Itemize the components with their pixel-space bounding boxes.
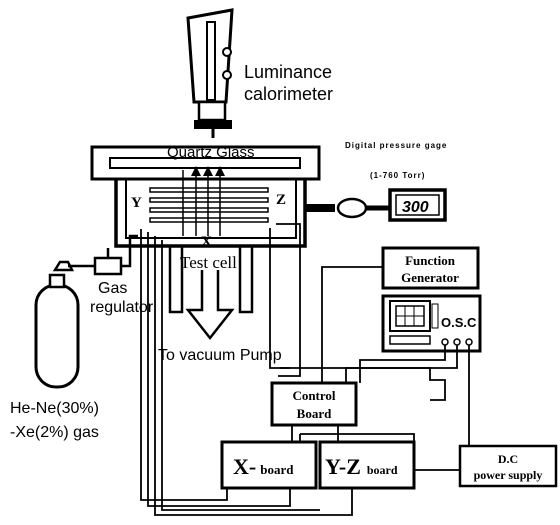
dc-label-2: power supply [474,468,543,482]
function-generator: Function Generator [381,246,480,290]
vacuum-chamber: Quartz Glass [90,144,335,314]
vacuum-pump-arrow: To vacuum Pump [158,270,282,364]
x-board-label-big: X- [233,454,256,479]
x-board-label-small: board [260,462,294,477]
test-cell-label: Test cell [180,253,237,272]
luminance-calorimeter: Luminance calorimeter [186,8,333,138]
test-cell: Y Z X Test cell [131,166,286,272]
wiring [140,223,470,516]
gauge-reading: 300 [402,199,429,216]
yz-board: Y-Z board [318,440,416,490]
digital-pressure-gauge: Digital pressure gage (1-760 Torr) 300 [336,141,447,222]
pressure-range-label: (1-760 Torr) [370,171,425,180]
x-board: X- board [220,440,318,490]
control-board-label-1: Control [292,388,335,403]
gas-regulator-label-2: regulator [90,299,154,316]
gas-regulator-label-1: Gas [98,280,127,297]
gas-composition-label-2: -Xe(2%) gas [10,424,99,441]
x-board-label: X- board [233,454,294,479]
electrode-y-label: Y [131,195,142,211]
yz-board-label-small: board [367,463,398,477]
yz-board-label-big: Y-Z [325,454,361,479]
electrode-x-label: X [201,234,212,250]
yz-board-label: Y-Z board [325,454,398,479]
oscilloscope: O.S.C [381,294,482,353]
gas-cylinder: Gas regulator He-Ne(30%) -Xe(2%) gas [10,234,154,441]
dc-power-supply: D.C power supply [458,444,558,488]
control-board: Control Board [270,381,358,427]
luminance-label-1: Luminance [244,62,332,82]
control-board-label-2: Board [297,406,332,421]
gas-composition-label-1: He-Ne(30%) [10,400,99,417]
function-generator-label-2: Generator [401,270,459,285]
osc-label: O.S.C [441,315,477,330]
dc-label-1: D.C [498,452,518,466]
function-generator-label-1: Function [405,253,456,268]
vacuum-pump-label: To vacuum Pump [158,347,282,364]
luminance-label-2: calorimeter [244,84,333,104]
pressure-gauge-label: Digital pressure gage [345,141,447,150]
electrode-z-label: Z [276,192,286,208]
quartz-glass-label: Quartz Glass [167,144,255,161]
